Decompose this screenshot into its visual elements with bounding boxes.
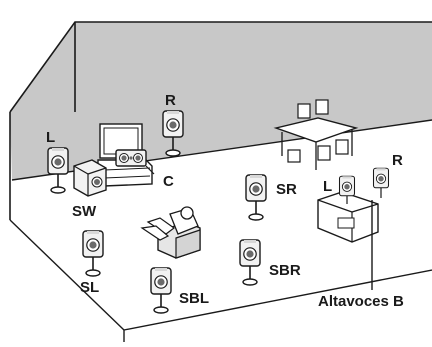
label-surround-back-left: SBL [179,290,209,307]
label-zone-b-left: L [323,178,332,195]
surround-back-right-speaker [240,240,260,285]
zone-b-right-speaker [374,168,389,188]
label-front-right: R [165,92,176,109]
floor-front-left-edge [10,220,124,330]
zone-b-left-speaker [340,176,355,196]
armchair-with-listener [142,207,200,258]
label-surround-left: SL [80,279,99,296]
label-front-left: L [46,129,55,146]
back-wall [10,22,432,180]
label-zone-b-caption: Altavoces B [318,293,404,310]
surround-right-speaker [246,175,266,220]
label-surround-back-right: SBR [269,262,301,279]
label-surround-right: SR [276,181,297,198]
label-center: C [163,173,174,190]
surround-left-speaker [83,231,103,276]
label-zone-b-right: R [392,152,403,169]
listener-head [181,207,193,219]
surround-back-left-speaker [151,268,171,313]
label-subwoofer: SW [72,203,97,220]
subwoofer [74,160,106,196]
zone-b-counter [318,192,378,242]
front-left-speaker [48,148,68,193]
